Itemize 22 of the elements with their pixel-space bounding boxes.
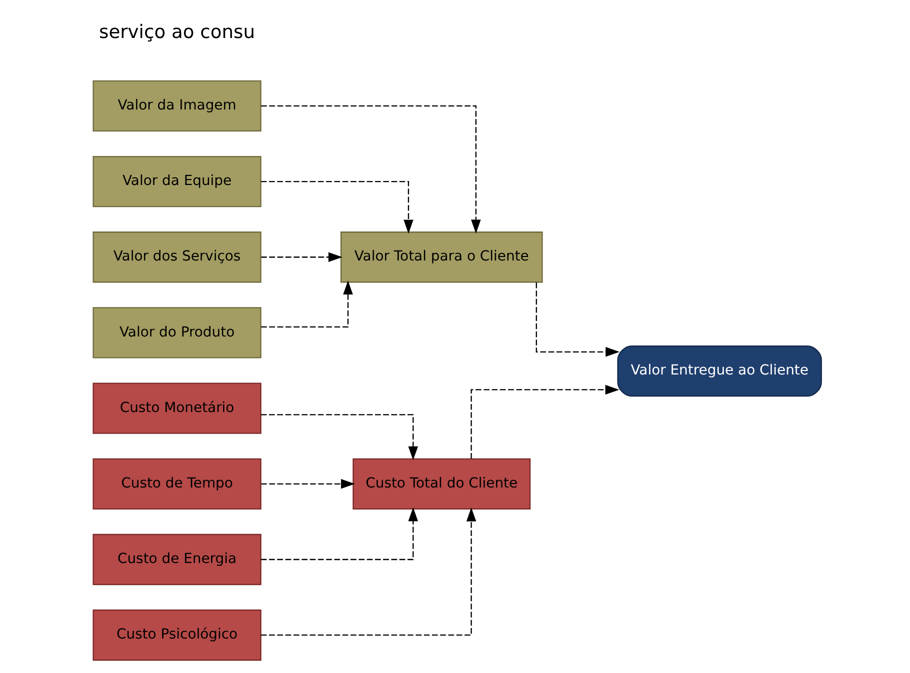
arrow xyxy=(260,414,418,460)
arrow xyxy=(260,180,414,234)
arrow xyxy=(261,479,355,489)
arrow xyxy=(260,507,418,560)
arrow xyxy=(470,384,620,459)
node-box: Custo Total do Cliente xyxy=(352,458,531,510)
node-box: Valor Total para o Cliente xyxy=(340,232,543,283)
node-box: Custo Monetário xyxy=(92,382,262,434)
label: serviço ao consu xyxy=(99,22,256,44)
node-box: Valor dos Serviços xyxy=(92,232,262,283)
node-box: Custo de Tempo xyxy=(92,458,262,510)
arrow xyxy=(536,282,620,357)
arrow xyxy=(260,507,476,636)
node-box: Custo de Energia xyxy=(92,534,262,586)
node-box: Custo Psicológico xyxy=(92,610,262,661)
arrow xyxy=(261,280,353,328)
node-box: Valor do Produto xyxy=(92,307,262,358)
node-box: Valor da Equipe xyxy=(92,156,262,208)
arrow xyxy=(261,252,342,262)
node-box: Valor da Imagem xyxy=(92,80,262,132)
arrow xyxy=(261,105,481,234)
node-box: Valor Entregue ao Cliente xyxy=(617,346,822,397)
